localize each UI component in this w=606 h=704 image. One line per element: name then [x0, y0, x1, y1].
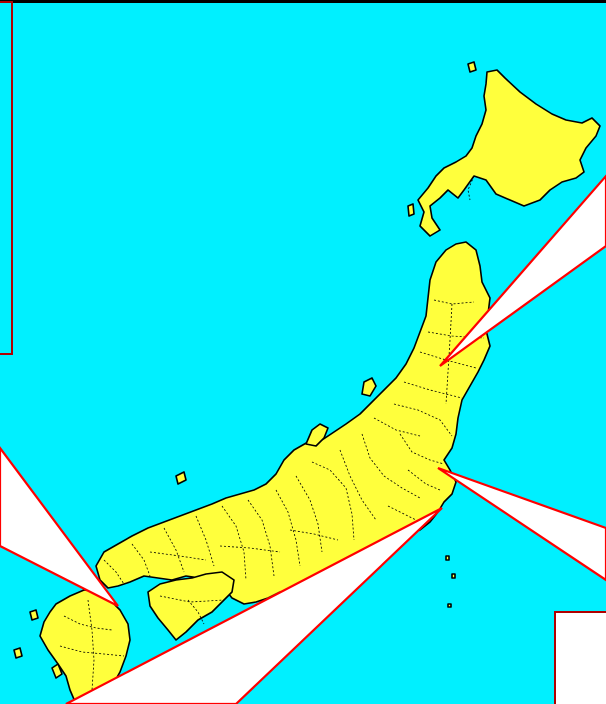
amakusa-island	[51, 663, 63, 679]
callout-kanto	[437, 466, 606, 582]
callout-tokai	[65, 507, 443, 704]
info-panel-top-left	[0, 1, 13, 355]
hokkaido	[417, 69, 601, 237]
callout-kyushu	[0, 446, 119, 607]
izu-islet-1	[445, 555, 450, 561]
island-rishiri	[467, 61, 477, 73]
island-okushiri	[407, 203, 415, 217]
iki-island	[29, 609, 39, 621]
izu-islet-2	[451, 573, 456, 579]
frame-top	[0, 0, 606, 3]
oki-islands	[175, 471, 187, 485]
info-panel-bottom-right	[554, 611, 606, 704]
shikoku	[147, 571, 235, 641]
noto-peninsula	[305, 423, 329, 447]
goto-islands	[13, 647, 23, 659]
izu-islet-3	[447, 603, 452, 608]
sado-island	[361, 377, 377, 397]
callout-tohoku	[439, 174, 606, 367]
prefecture-borders	[59, 175, 485, 691]
